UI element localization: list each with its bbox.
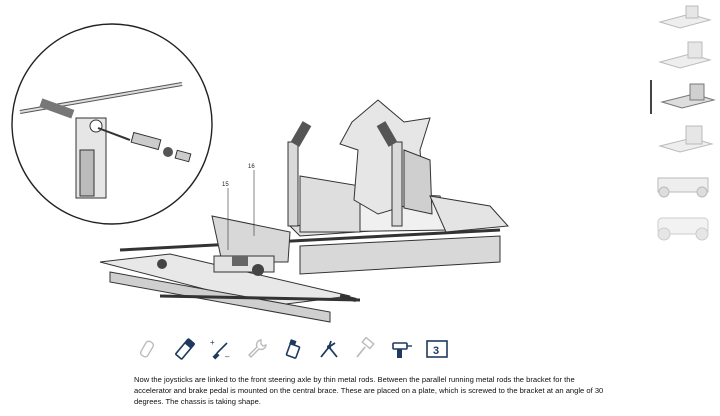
step-thumbnail-6[interactable] [650,208,716,242]
part-label-16: 16 [248,164,255,170]
screwdriver-plus-minus-icon[interactable]: +– [206,334,236,364]
part-label-15: 15 [222,182,229,188]
step-thumbnail-4[interactable] [650,122,716,156]
drill-icon[interactable] [386,334,416,364]
step-thumbnail-3[interactable] [650,80,718,114]
detail-zoom-circle [11,23,213,225]
pipe-icon[interactable] [134,334,164,364]
tool-bar: +– 3 [134,334,452,364]
step-count-icon[interactable]: 3 [422,334,452,364]
step-count-badge: 3 [433,345,439,357]
wrench-icon[interactable] [242,334,272,364]
chassis-drawing: 15 16 [99,99,510,323]
svg-text:+: + [210,338,215,347]
svg-text:–: – [225,352,230,361]
step-thumbnail-5[interactable] [650,166,716,200]
pliers-icon[interactable] [314,334,344,364]
paint-bottle-icon[interactable] [278,334,308,364]
hammer-icon[interactable] [350,334,380,364]
instruction-caption: Now the joysticks are linked to the fron… [134,375,604,406]
step-thumbnail-2[interactable] [650,38,716,72]
glue-stick-icon[interactable] [170,334,200,364]
step-thumbnail-strip [628,0,720,260]
assembly-illustration: 15 16 [11,23,510,323]
step-thumbnail-1[interactable] [650,0,716,34]
